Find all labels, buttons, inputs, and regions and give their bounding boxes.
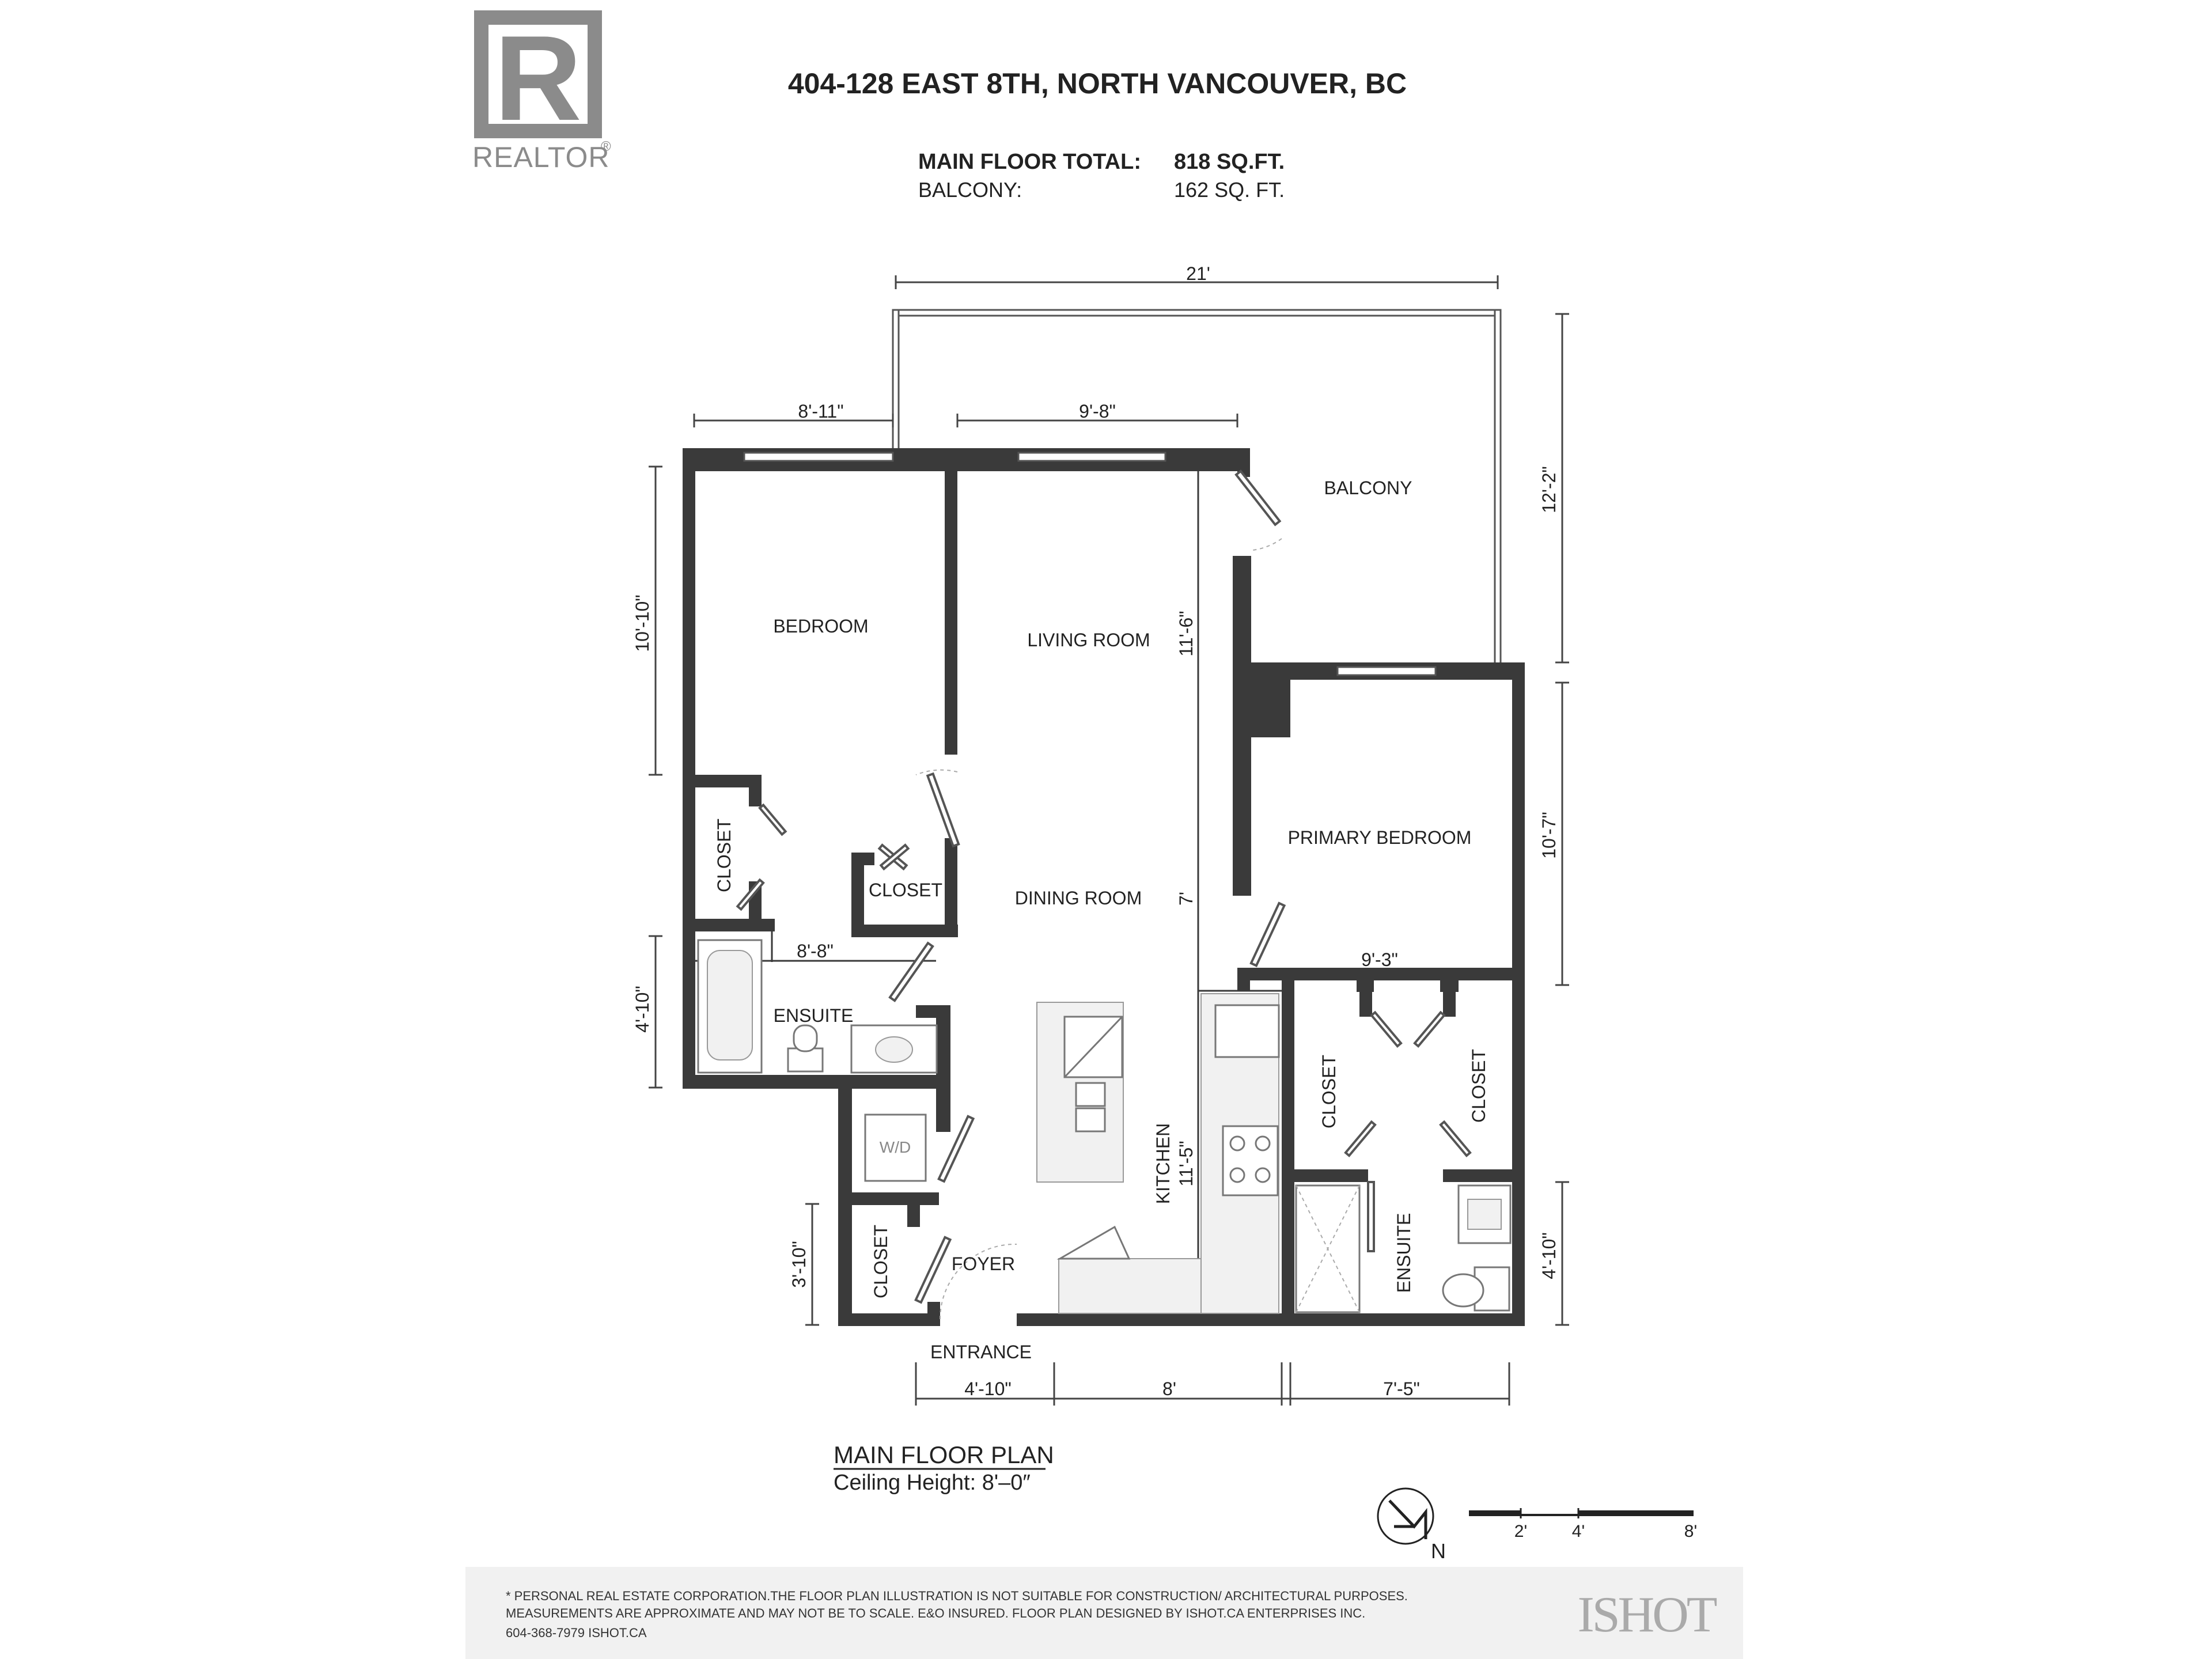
property-address: 404-128 EAST 8TH, NORTH VANCOUVER, BC (788, 67, 1407, 100)
dim-bedroom-depth: 10'-10" (632, 594, 653, 652)
label-ensuite-right: ENSUITE (1393, 1213, 1414, 1293)
label-closet-primary-right: CLOSET (1468, 1049, 1489, 1123)
logo-letter: R (494, 10, 582, 146)
doors (736, 469, 1472, 1320)
dim-living-depth: 11'-6" (1176, 611, 1196, 656)
footer-disclaimer: * PERSONAL REAL ESTATE CORPORATION.THE F… (465, 1567, 1743, 1659)
scale-label-8: 8' (1684, 1522, 1697, 1541)
dim-bottom-2: 8' (1162, 1378, 1176, 1399)
label-kitchen: KITCHEN (1153, 1123, 1173, 1204)
logo-registered-mark: ® (601, 139, 611, 154)
plan-title: MAIN FLOOR PLAN (834, 1441, 1054, 1468)
label-closet-small: CLOSET (869, 880, 942, 900)
main-floor-total-value: 818 SQ.FT. (1174, 150, 1285, 174)
realtor-logo: R REALTOR ® (472, 10, 611, 173)
label-closet-left: CLOSET (714, 819, 734, 892)
dim-balcony-width: 21' (1186, 263, 1210, 284)
dim-bedroom-width: 8'-11" (798, 401, 843, 422)
dim-ensuite-depth: 4'-10" (632, 986, 653, 1033)
walls (683, 448, 1525, 1326)
label-entrance: ENTRANCE (930, 1342, 1032, 1362)
label-dining-room: DINING ROOM (1015, 888, 1142, 908)
footer-line-3: 604-368-7979 ISHOT.CA (506, 1626, 647, 1640)
windows (743, 452, 1437, 676)
ishot-brand: ISHOT (1577, 1587, 1717, 1643)
toilet-left (787, 1047, 824, 1073)
label-balcony: BALCONY (1324, 478, 1412, 498)
fixtures: W/D (697, 939, 1512, 1314)
footer-line-1: * PERSONAL REAL ESTATE CORPORATION.THE F… (506, 1589, 1408, 1603)
dim-balcony-depth: 12'-2" (1539, 466, 1559, 513)
dim-ensuite-right-depth: 4'-10" (1539, 1232, 1559, 1279)
compass-north-label: N (1431, 1539, 1446, 1563)
north-compass: N (1377, 1487, 1446, 1563)
ceiling-height: Ceiling Height: 8'–0″ (834, 1471, 1031, 1495)
balcony-area-value: 162 SQ. FT. (1174, 178, 1285, 202)
label-bedroom: BEDROOM (773, 616, 868, 637)
washer-dryer (864, 1113, 927, 1182)
label-ensuite-left: ENSUITE (774, 1005, 854, 1026)
logo-wordmark: REALTOR (472, 141, 610, 173)
scale-label-4: 4' (1572, 1522, 1585, 1541)
dim-primary-width: 9'-3" (1361, 949, 1398, 970)
footer-line-2: MEASUREMENTS ARE APPROXIMATE AND MAY NOT… (506, 1606, 1365, 1620)
wd-label: W/D (880, 1138, 911, 1156)
dimension-lines (649, 275, 1569, 1406)
dim-kitchen-depth: 11'-5" (1176, 1141, 1196, 1186)
label-living-room: LIVING ROOM (1027, 630, 1150, 650)
main-floor-total-label: MAIN FLOOR TOTAL: (918, 150, 1141, 174)
balcony-area-label: BALCONY: (918, 178, 1022, 202)
stove (1222, 1125, 1279, 1196)
dim-living-width: 9'-8" (1079, 401, 1116, 422)
dim-foyer-depth: 3'-10" (789, 1241, 809, 1288)
dim-dining-depth: 7' (1176, 892, 1196, 906)
dim-bottom-3: 7'-5" (1383, 1378, 1420, 1399)
scale-bar: 2' 4' 8' (1469, 1508, 1697, 1541)
label-foyer: FOYER (952, 1253, 1015, 1274)
label-closet-primary-left: CLOSET (1319, 1055, 1339, 1128)
dimension-labels: 21' 8'-11" 9'-8" 9'-3" 8'-8" 4'-10" 8' 7… (632, 263, 1559, 1399)
label-closet-foyer: CLOSET (870, 1225, 891, 1298)
scale-label-2: 2' (1514, 1522, 1527, 1541)
dim-ensuite-width: 8'-8" (797, 941, 834, 961)
dim-bottom-1: 4'-10" (964, 1378, 1012, 1399)
dim-primary-depth: 10'-7" (1539, 812, 1559, 859)
room-labels: BEDROOM LIVING ROOM BALCONY PRIMARY BEDR… (714, 478, 1489, 1362)
label-primary-bedroom: PRIMARY BEDROOM (1288, 827, 1472, 848)
